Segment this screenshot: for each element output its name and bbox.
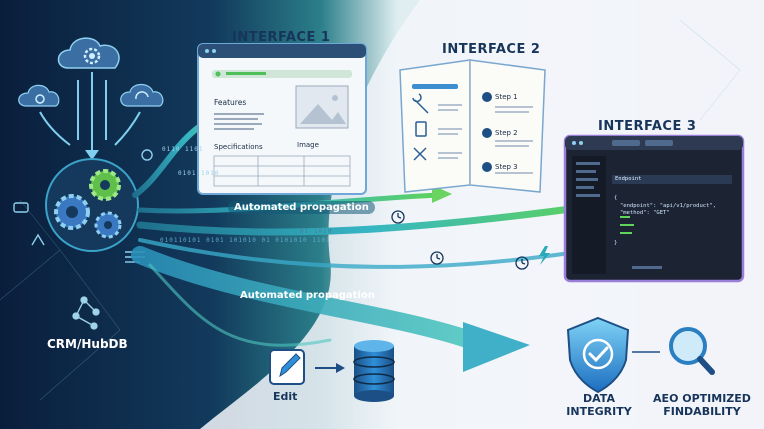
aeo-line-2: FINDABILITY: [663, 405, 741, 418]
gear-cluster-icon: [45, 158, 139, 252]
wrench-icon: [412, 93, 429, 114]
data-integrity-label: DATA INTEGRITY: [558, 392, 640, 418]
crm-hubdb-label: CRM/HubDB: [47, 337, 128, 351]
edit-arrow: [315, 363, 345, 373]
interface-1-features: Features: [214, 98, 247, 107]
interface-1-window: [197, 43, 367, 195]
database-icon: [353, 340, 395, 402]
cloud-icon: [18, 84, 60, 107]
code-line-1: "endpoint": "api/v1/product",: [620, 203, 717, 209]
data-integrity-line-2: INTEGRITY: [566, 405, 632, 418]
aeo-line-1: AEO OPTIMIZED: [653, 392, 751, 405]
interface-3-window: [563, 134, 745, 283]
tools-icon: [413, 147, 427, 161]
network-icon: [72, 296, 100, 330]
cloud-sync-icon: [120, 83, 164, 107]
interface-2-title: INTERFACE 2: [442, 42, 541, 57]
binary-stream-4: 010110101 0101 101010 01 0101010 1101: [160, 237, 331, 244]
code-close-brace: }: [614, 240, 618, 246]
propagation-label-main: Automated propagation: [240, 290, 375, 301]
interface-1-image: Image: [297, 141, 319, 149]
interface-2-step-2: Step 2: [495, 129, 518, 137]
magnifier-icon: [669, 327, 715, 375]
document-icon: [415, 121, 427, 137]
binary-stream-3: 01 1010: [300, 228, 333, 235]
interface-1-title: INTERFACE 1: [232, 30, 331, 45]
pencil-icon: [269, 349, 305, 385]
interface-2-step-1: Step 1: [495, 93, 518, 101]
interface-1-specifications: Specifications: [214, 143, 263, 151]
propagation-label-top: Automated propagation: [228, 201, 375, 214]
big-arrow-head: [463, 322, 530, 372]
clock-icon: [391, 210, 529, 270]
shield-check-icon: [566, 316, 630, 394]
code-open-brace: {: [614, 195, 618, 201]
network-lines: [0, 19, 741, 401]
code-line-2: "method": "GET": [620, 210, 670, 216]
lightning-icon: [539, 246, 550, 265]
binary-stream-1: 0110 1101: [162, 146, 204, 153]
aeo-findability-label: AEO OPTIMIZED FINDABILITY: [644, 392, 760, 418]
edit-label: Edit: [273, 390, 298, 403]
arrow-to-interface-2: [432, 185, 452, 203]
data-integrity-line-1: DATA: [583, 392, 615, 405]
light-background-sweep: [200, 0, 764, 429]
cloud-arrows: [39, 72, 141, 150]
interface-2-step-3: Step 3: [495, 163, 518, 171]
interface-3-title: INTERFACE 3: [598, 119, 697, 134]
interface-2-book: [399, 59, 546, 193]
binary-stream-2: 0101 1010: [178, 170, 220, 177]
cloud-gear-icon: [57, 37, 120, 69]
interface-3-endpoint: Endpoint: [615, 176, 642, 182]
